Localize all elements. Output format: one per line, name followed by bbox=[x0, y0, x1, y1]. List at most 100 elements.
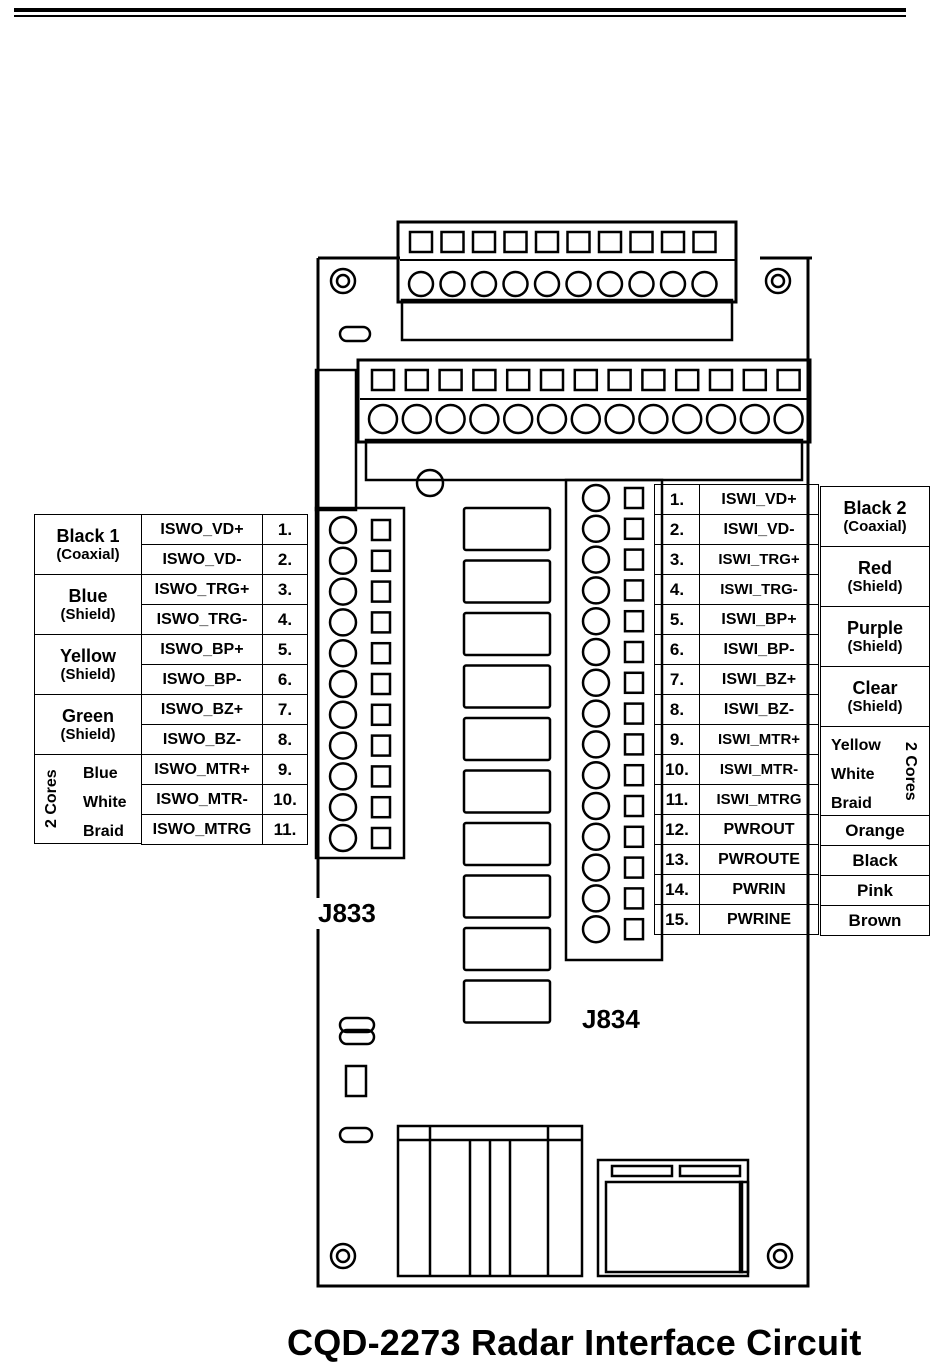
pin-number: 13. bbox=[654, 844, 700, 875]
terminal-square bbox=[440, 230, 465, 254]
right-wire-color-table: Black 2(Coaxial) Red (Shield) Purple(Shie… bbox=[820, 486, 930, 936]
pin-number: 8. bbox=[262, 724, 308, 755]
header-pin-round bbox=[328, 823, 358, 853]
table-row: 5.ISWI_BP+ bbox=[654, 604, 819, 635]
terminal-screw bbox=[407, 270, 435, 298]
pin-number: 3. bbox=[262, 574, 308, 605]
single-wire: Pink bbox=[820, 875, 930, 906]
terminal-square bbox=[404, 368, 430, 392]
pin-number: 11. bbox=[654, 784, 700, 815]
terminal-screw bbox=[659, 270, 687, 298]
header-pin-square bbox=[623, 917, 645, 941]
pin-number: 15. bbox=[654, 904, 700, 935]
terminal-square bbox=[597, 230, 623, 254]
signal-name: ISWO_MTR- bbox=[141, 784, 263, 815]
top-terminal-2-pins bbox=[367, 368, 804, 435]
header-pin-square bbox=[623, 825, 645, 849]
table-row: ISWO_BZ+7. bbox=[141, 694, 308, 725]
core-wire: Braid bbox=[83, 823, 124, 840]
table-row: ISWO_TRG+3. bbox=[141, 574, 308, 605]
wire-type: (Coaxial) bbox=[843, 517, 907, 535]
terminal-square bbox=[472, 368, 497, 392]
wire-color: Blue bbox=[68, 585, 108, 606]
terminal-screw bbox=[439, 270, 466, 298]
terminal-square bbox=[674, 368, 700, 392]
header-pin-square bbox=[623, 548, 645, 571]
terminal-screw bbox=[401, 403, 433, 435]
header-pin-round bbox=[328, 700, 358, 730]
table-row: 10.ISWI_MTR- bbox=[654, 754, 819, 785]
top-terminal-1-pins bbox=[407, 230, 718, 298]
relay bbox=[462, 506, 552, 552]
pin-number: 4. bbox=[262, 604, 308, 635]
connector-label-j833: J833 bbox=[316, 898, 378, 929]
pin-number: 6. bbox=[654, 634, 700, 665]
table-row: 3.ISWI_TRG+ bbox=[654, 544, 819, 575]
header-pin-round bbox=[581, 483, 611, 513]
wire-type: (Shield) bbox=[60, 665, 116, 683]
mounting-hole bbox=[766, 1242, 794, 1270]
header-pin-square bbox=[370, 795, 392, 819]
wire-color: Yellow bbox=[59, 645, 117, 666]
pin-number: 6. bbox=[262, 664, 308, 695]
single-wire: Brown bbox=[820, 905, 930, 936]
header-pin-round bbox=[328, 608, 358, 637]
header-pin-square bbox=[370, 703, 392, 727]
terminal-square bbox=[505, 368, 531, 392]
terminal-square bbox=[607, 368, 632, 392]
signal-name: ISWI_MTR- bbox=[699, 754, 819, 785]
terminal-screw bbox=[536, 403, 568, 435]
terminal-screw bbox=[705, 403, 737, 435]
table-row: ISWO_VD-2. bbox=[141, 544, 308, 575]
header-pin-round bbox=[581, 514, 611, 544]
header-pin-round bbox=[328, 515, 358, 545]
core-wire: Blue bbox=[83, 765, 118, 782]
wire-type: (Shield) bbox=[847, 697, 903, 715]
right-wire-cell: Black 2(Coaxial) bbox=[820, 486, 930, 547]
signal-name: ISWO_VD- bbox=[141, 544, 263, 575]
right-wire-cell: Purple(Shield) bbox=[820, 606, 930, 667]
signal-name: ISWO_TRG- bbox=[141, 604, 263, 635]
relay bbox=[462, 874, 552, 919]
table-row: 15.PWRINE bbox=[654, 904, 819, 935]
header-pin-round bbox=[581, 853, 611, 882]
wire-color: Red bbox=[857, 557, 892, 578]
terminal-square bbox=[566, 230, 591, 254]
terminal-screw bbox=[502, 403, 534, 435]
mounting-hole bbox=[329, 1242, 357, 1270]
table-row: 1.ISWI_VD+ bbox=[654, 484, 819, 515]
signal-name: ISWO_BP+ bbox=[141, 634, 263, 665]
header-pin-square bbox=[370, 765, 392, 788]
wire-color: Clear bbox=[852, 677, 898, 698]
signal-name: PWRINE bbox=[699, 904, 819, 935]
table-row: ISWO_BZ-8. bbox=[141, 724, 308, 755]
table-row: 4.ISWI_TRG- bbox=[654, 574, 819, 605]
table-row: 6.ISWI_BP- bbox=[654, 634, 819, 665]
signal-name: ISWI_BZ- bbox=[699, 694, 819, 725]
pin-number: 1. bbox=[262, 514, 308, 545]
header-pin-square bbox=[623, 486, 645, 510]
header-pin-round bbox=[581, 730, 611, 759]
header-pin-square bbox=[370, 518, 392, 542]
left-wire-cell: Black 1(Coaxial) bbox=[34, 514, 142, 575]
signal-name: ISWO_TRG+ bbox=[141, 574, 263, 605]
cores-label: 2 Cores bbox=[902, 741, 919, 801]
header-pin-round bbox=[328, 577, 358, 606]
table-row: 11.ISWI_MTRG bbox=[654, 784, 819, 815]
terminal-screw bbox=[570, 403, 602, 435]
left-wire-cell: Green(Shield) bbox=[34, 694, 142, 755]
signal-name: ISWO_BZ+ bbox=[141, 694, 263, 725]
pin-number: 12. bbox=[654, 814, 700, 845]
terminal-screw bbox=[638, 403, 669, 435]
cores-label: 2 Cores bbox=[43, 769, 60, 829]
table-row: ISWO_MTR+9. bbox=[141, 754, 308, 785]
left-signal-table: ISWO_VD+1.ISWO_VD-2.ISWO_TRG+3.ISWO_TRG-… bbox=[141, 514, 308, 845]
mounting-hole-inner bbox=[772, 1248, 788, 1264]
header-pin-square bbox=[623, 609, 645, 633]
right-cores-cell: Yellow White Braid 2 Cores bbox=[820, 726, 930, 816]
header-pin-square bbox=[370, 580, 392, 603]
header-rule-thick bbox=[14, 8, 906, 12]
relay bbox=[462, 821, 552, 867]
signal-name: ISWO_BP- bbox=[141, 664, 263, 695]
table-row: 14.PWRIN bbox=[654, 874, 819, 905]
